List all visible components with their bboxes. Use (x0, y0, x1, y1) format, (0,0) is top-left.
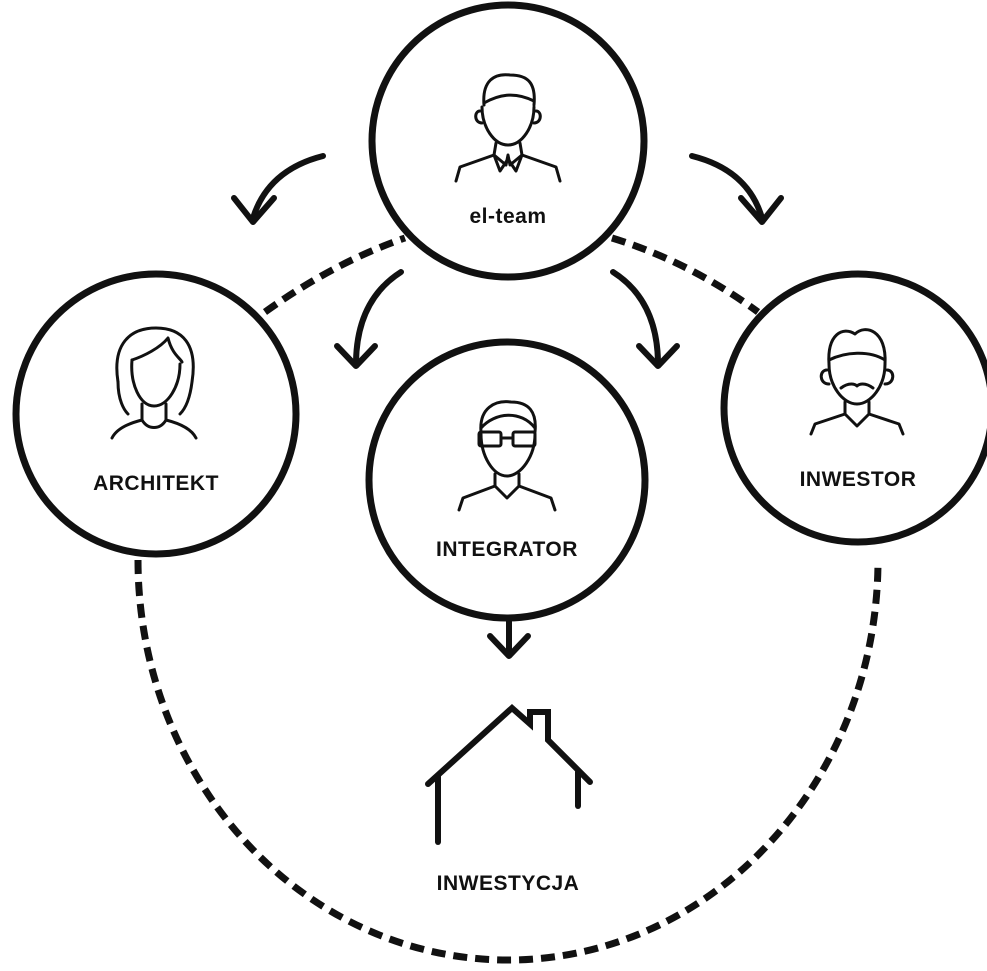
node-inwestor-ring (720, 270, 987, 546)
node-integrator: INTEGRATOR (365, 338, 649, 622)
node-elteam-label: el-team (469, 205, 546, 228)
node-integrator-ring (365, 338, 649, 622)
node-inwestor: INWESTOR (720, 270, 987, 546)
arrow-elteam-to-architekt (231, 153, 326, 225)
woman-icon (110, 326, 198, 440)
man-with-collar-icon (454, 73, 562, 183)
house-icon (425, 703, 593, 845)
node-inwestycja: INWESTYCJA (425, 703, 593, 895)
node-inwestor-label: INWESTOR (800, 468, 917, 491)
node-architekt: ARCHITEKT (12, 270, 300, 558)
arrows (231, 153, 784, 659)
arrow-elteam-to-integrator-left (334, 269, 404, 369)
arrow-integrator-to-inwestycja (487, 615, 531, 659)
arrow-elteam-to-integrator-right (610, 269, 680, 369)
node-inwestycja-label: INWESTYCJA (437, 872, 580, 895)
node-integrator-label: INTEGRATOR (436, 538, 578, 561)
node-architekt-label: ARCHITEKT (93, 472, 219, 495)
dashed-connector-elteam-inwestor (610, 234, 761, 315)
man-with-mustache-icon (809, 328, 905, 436)
man-with-glasses-icon (457, 400, 557, 512)
dashed-connector-architekt-elteam (262, 234, 407, 315)
node-architekt-ring (12, 270, 300, 558)
dashed-connector-architekt-inwestor (134, 559, 882, 964)
node-elteam-ring (368, 1, 648, 281)
node-elteam: el-team (368, 1, 648, 281)
dashed-connectors (134, 234, 882, 964)
arrow-elteam-to-inwestor (689, 153, 784, 225)
